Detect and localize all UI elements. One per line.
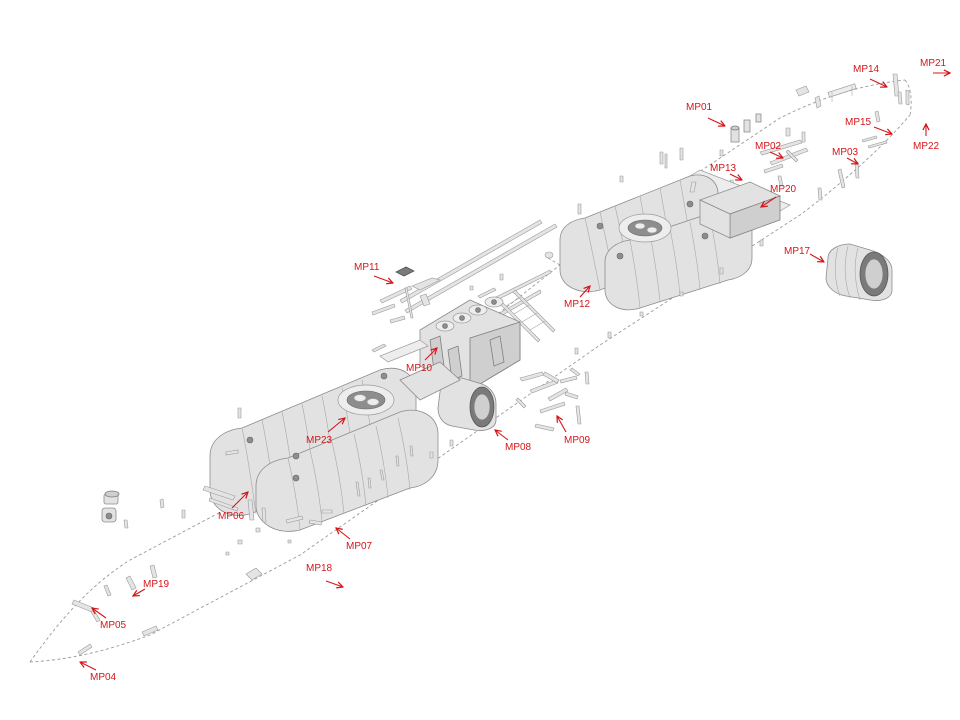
marker-arrow <box>557 416 567 433</box>
marker-arrow <box>495 430 509 441</box>
marker-arrow <box>424 348 437 361</box>
marker-mp10: MP10 <box>406 348 437 374</box>
marker-label: MP17 <box>784 246 811 257</box>
marker-mp17: MP17 <box>784 246 824 262</box>
marker-label: MP12 <box>564 299 591 310</box>
marker-arrow <box>325 580 343 587</box>
marker-label: MP19 <box>143 579 170 590</box>
marker-mp05: MP05 <box>92 608 127 631</box>
stern-debris <box>71 490 292 656</box>
marker-arrow <box>579 286 590 298</box>
marker-mp12: MP12 <box>564 286 591 310</box>
stern-winch <box>101 490 120 523</box>
side-debris <box>429 149 764 459</box>
rod-cluster <box>759 139 809 187</box>
marker-mp18: MP18 <box>306 563 343 587</box>
marker-label: MP04 <box>90 672 117 683</box>
marker-arrow <box>846 157 858 164</box>
marker-mp08: MP08 <box>495 430 532 453</box>
bow-debris <box>704 73 910 201</box>
forward-boiler-assembly <box>559 147 791 311</box>
marker-arrow <box>869 78 887 87</box>
marker-mp20: MP20 <box>761 184 797 207</box>
midship-engine <box>371 219 558 391</box>
marker-label: MP23 <box>306 435 333 446</box>
marker-mp03: MP03 <box>832 147 859 164</box>
marker-mp22: MP22 <box>913 124 940 152</box>
marker-label: MP11 <box>354 262 380 273</box>
marker-mp06: MP06 <box>218 492 248 522</box>
marker-arrow <box>729 173 742 180</box>
marker-mp04: MP04 <box>80 662 117 683</box>
marker-arrow <box>769 151 783 158</box>
marker-mp15: MP15 <box>845 117 892 134</box>
marker-label: MP02 <box>755 141 782 152</box>
marker-mp13: MP13 <box>710 163 742 180</box>
marker-label: MP18 <box>306 563 333 574</box>
marker-arrow <box>373 275 393 283</box>
marker-label: MP01 <box>686 102 713 113</box>
marker-mp02: MP02 <box>755 141 783 158</box>
bollard-group <box>730 113 762 143</box>
ladder-frame <box>497 289 556 343</box>
marker-label: MP06 <box>218 511 245 522</box>
detached-drum <box>825 243 893 301</box>
cylinder-heads <box>435 296 504 332</box>
marker-arrow <box>231 492 248 509</box>
marker-arrow <box>873 126 892 134</box>
marker-arrow <box>80 662 97 671</box>
mid-drum <box>437 377 497 431</box>
marker-mp01: MP01 <box>686 102 725 126</box>
marker-label: MP03 <box>832 147 859 158</box>
marker-label: MP14 <box>853 64 880 75</box>
aft-boiler-ribs-2 <box>287 417 411 531</box>
marker-mp11: MP11 <box>354 262 393 283</box>
marker-arrow <box>133 588 146 596</box>
marker-label: MP05 <box>100 620 127 631</box>
marker-label: MP13 <box>710 163 737 174</box>
marker-arrow <box>809 253 824 262</box>
marker-arrow <box>707 117 725 126</box>
marker-label: MP20 <box>770 184 797 195</box>
marker-label: MP08 <box>505 442 532 453</box>
marker-label: MP22 <box>913 141 940 152</box>
marker-label: MP10 <box>406 363 433 374</box>
marker-label: MP09 <box>564 435 591 446</box>
marker-arrow <box>92 608 107 619</box>
plate-scatter <box>515 367 590 432</box>
marker-label: MP21 <box>920 58 947 69</box>
marker-label: MP15 <box>845 117 872 128</box>
marker-mp09: MP09 <box>557 416 591 446</box>
deck-fitting-bench <box>827 83 857 102</box>
marker-mp21: MP21 <box>920 58 950 73</box>
marker-arrow <box>336 528 351 540</box>
marker-mp23: MP23 <box>306 418 345 446</box>
marker-mp19: MP19 <box>133 579 170 596</box>
marker-arrow <box>327 418 345 433</box>
marker-label: MP07 <box>346 541 373 552</box>
marker-mp14: MP14 <box>853 64 887 87</box>
aft-boiler-assembly <box>202 339 461 532</box>
marker-mp07: MP07 <box>336 528 373 552</box>
marker-arrow <box>761 196 777 207</box>
